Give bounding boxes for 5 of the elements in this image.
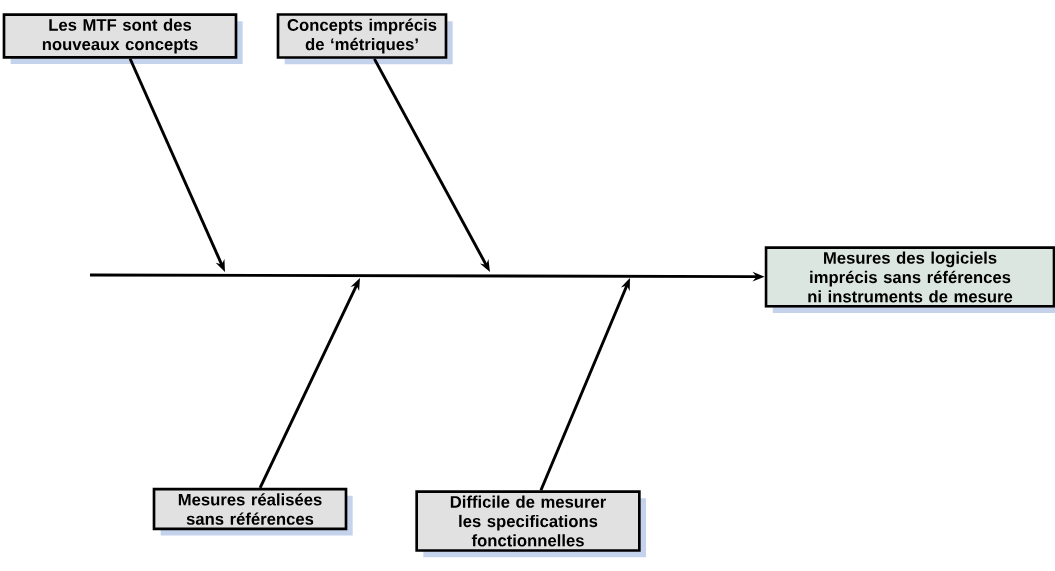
cause-box: Les MTF sont des nouveaux concepts [2,13,243,65]
cause-box: Difficile de mesurer les specifications fonctionnelles [415,490,646,558]
cause-box: Mesures des logiciels imprécis sans références ni instruments de mesure [764,246,1055,314]
cause-box: Concepts imprécis de ‘métriques’ [276,13,453,65]
cause-box: Mesures réalisées sans références [152,487,353,536]
